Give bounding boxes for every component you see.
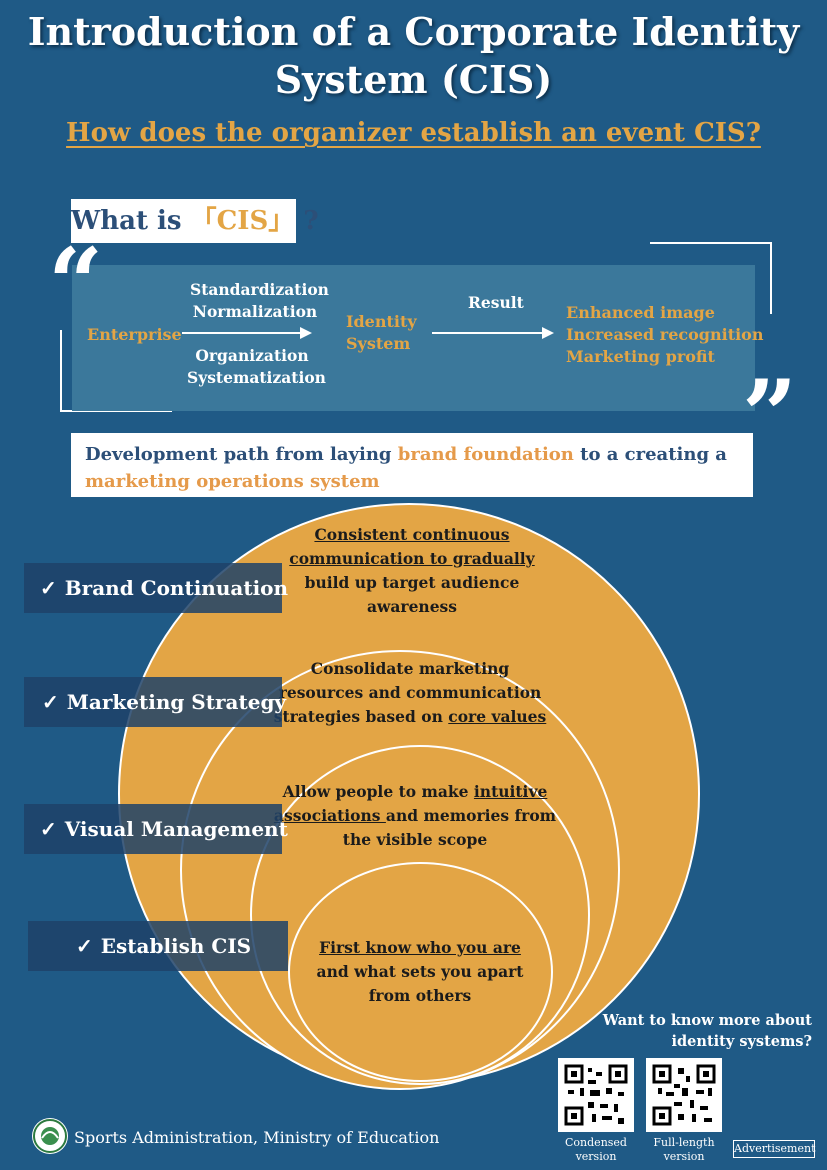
establish-text-line3: from others — [368, 986, 472, 1005]
flow-identity-system: Identity System — [346, 311, 417, 355]
label-establish-cis: ✓ Establish CIS — [28, 921, 288, 971]
title-line-1: Introduction of a Corporate Identity — [27, 9, 800, 54]
label-visual-management: ✓ Visual Management — [24, 804, 288, 854]
check-icon: ✓ — [76, 934, 93, 958]
flow-step-systematization: Systematization — [187, 368, 326, 387]
label-establish-cis-text: Establish CIS — [100, 934, 252, 958]
flow-identity-line2: System — [346, 334, 411, 353]
title-line-2: System (CIS) — [274, 57, 553, 102]
arrow-right-icon — [542, 327, 554, 339]
outcome-enhanced-image: Enhanced image — [566, 303, 715, 322]
more-info-line2: identity systems? — [671, 1033, 812, 1050]
what-is-suffix: ? — [303, 206, 319, 236]
page-title: Introduction of a Corporate Identity Sys… — [0, 8, 827, 104]
flow-step-top: Standardization Normalization — [190, 279, 329, 323]
bracket-close: 」 — [268, 206, 295, 236]
qr-caption-condensed-line1: Condensed — [565, 1136, 627, 1149]
flow-result-label: Result — [468, 293, 524, 312]
ministry-logo-icon — [32, 1118, 68, 1154]
dev-highlight-marketing-system: marketing operations system — [85, 471, 380, 492]
label-marketing-strategy-text: Marketing Strategy — [66, 690, 287, 714]
visual-text-line1: Allow people to make intuitive — [270, 780, 560, 804]
bracket-open: 「 — [190, 206, 217, 236]
frame-corner-top-right — [650, 242, 772, 314]
outcome-increased-recognition: Increased recognition — [566, 325, 764, 344]
text-marketing-strategy: Consolidate marketing resources and comm… — [270, 657, 550, 729]
marketing-core-values: core values — [448, 707, 547, 726]
qr-caption-full-length: Full-length version — [639, 1136, 729, 1164]
label-brand-continuation-text: Brand Continuation — [64, 576, 289, 600]
qr-caption-full-line2: version — [663, 1150, 705, 1163]
check-icon: ✓ — [40, 576, 57, 600]
qr-code-condensed[interactable] — [558, 1058, 634, 1132]
qr-icon — [564, 1064, 628, 1126]
footer-organization: Sports Administration, Ministry of Educa… — [74, 1128, 440, 1147]
text-visual-management: Allow people to make intuitive associati… — [270, 780, 560, 852]
dev-text-2: to a creating a — [573, 444, 727, 465]
visual-text-line2-post: and memories from — [385, 806, 557, 825]
check-icon: ✓ — [40, 817, 57, 841]
visual-text-line2: associations and memories from — [270, 804, 560, 828]
arrow-right-icon — [300, 327, 312, 339]
circle-establish-cis — [288, 862, 553, 1082]
qr-caption-condensed-line2: version — [575, 1150, 617, 1163]
brand-text-line4: awareness — [366, 597, 458, 616]
flow-step-bottom: Organization Systematization — [187, 345, 326, 389]
cis-highlight: CIS — [216, 206, 269, 236]
more-info-line1: Want to know more about — [602, 1012, 812, 1029]
advertisement-badge: Advertisement — [733, 1140, 816, 1158]
marketing-text-line2: resources and communication — [278, 683, 542, 702]
marketing-text-line3-pre: strategies based on — [273, 707, 449, 726]
flow-arrow-1-line — [182, 332, 300, 334]
development-path-box: Development path from laying brand found… — [71, 433, 753, 497]
outcome-marketing-profit: Marketing profit — [566, 347, 715, 366]
dev-text-1: Development path from laying — [85, 444, 398, 465]
label-brand-continuation: ✓ Brand Continuation — [24, 563, 288, 613]
qr-icon — [652, 1064, 716, 1126]
subtitle-text: How does the organizer establish an even… — [66, 118, 761, 148]
what-is-cis-heading: What is 「CIS」 ? — [71, 199, 319, 243]
qr-caption-condensed: Condensed version — [551, 1136, 641, 1164]
more-info-text: Want to know more about identity systems… — [600, 1010, 812, 1052]
page-subtitle: How does the organizer establish an even… — [0, 118, 827, 148]
flow-step-organization: Organization — [195, 346, 309, 365]
visual-intuitive: intuitive — [473, 782, 548, 801]
qr-code-full-length[interactable] — [646, 1058, 722, 1132]
flow-step-standardization: Standardization — [190, 280, 329, 299]
flow-outcomes: Enhanced image Increased recognition Mar… — [566, 302, 763, 368]
text-brand-continuation: Consistent continuous communication to g… — [280, 523, 544, 619]
marketing-text-line1: Consolidate marketing — [310, 659, 510, 678]
qr-caption-full-line1: Full-length — [653, 1136, 715, 1149]
visual-associations: associations — [273, 806, 386, 825]
brand-text-line3: build up target audience — [304, 573, 520, 592]
establish-text-line1: First know who you are — [319, 938, 521, 957]
visual-text-line3: the visible scope — [342, 830, 488, 849]
brand-text-line2: communication to gradually — [289, 549, 535, 568]
cis-flow-panel: Enterprise Standardization Normalization… — [72, 265, 763, 411]
establish-text-line2: and what sets you apart — [316, 962, 524, 981]
flow-identity-line1: Identity — [346, 312, 417, 331]
dev-highlight-brand-foundation: brand foundation — [397, 444, 574, 465]
check-icon: ✓ — [42, 690, 59, 714]
flow-enterprise: Enterprise — [87, 325, 182, 344]
emblem-icon — [33, 1119, 67, 1153]
flow-step-normalization: Normalization — [192, 302, 318, 321]
label-marketing-strategy: ✓ Marketing Strategy — [24, 677, 286, 727]
visual-text-line1-pre: Allow people to make — [282, 782, 474, 801]
text-establish-cis: First know who you are and what sets you… — [290, 936, 550, 1008]
what-is-prefix: What is — [71, 206, 182, 236]
open-quote-icon: “ — [48, 227, 104, 340]
frame-corner-bottom-left — [60, 330, 172, 412]
flow-arrow-2-line — [432, 332, 542, 334]
label-visual-management-text: Visual Management — [64, 817, 288, 841]
marketing-text-line3: strategies based on core values — [270, 705, 550, 729]
brand-text-line1: Consistent continuous — [314, 525, 510, 544]
